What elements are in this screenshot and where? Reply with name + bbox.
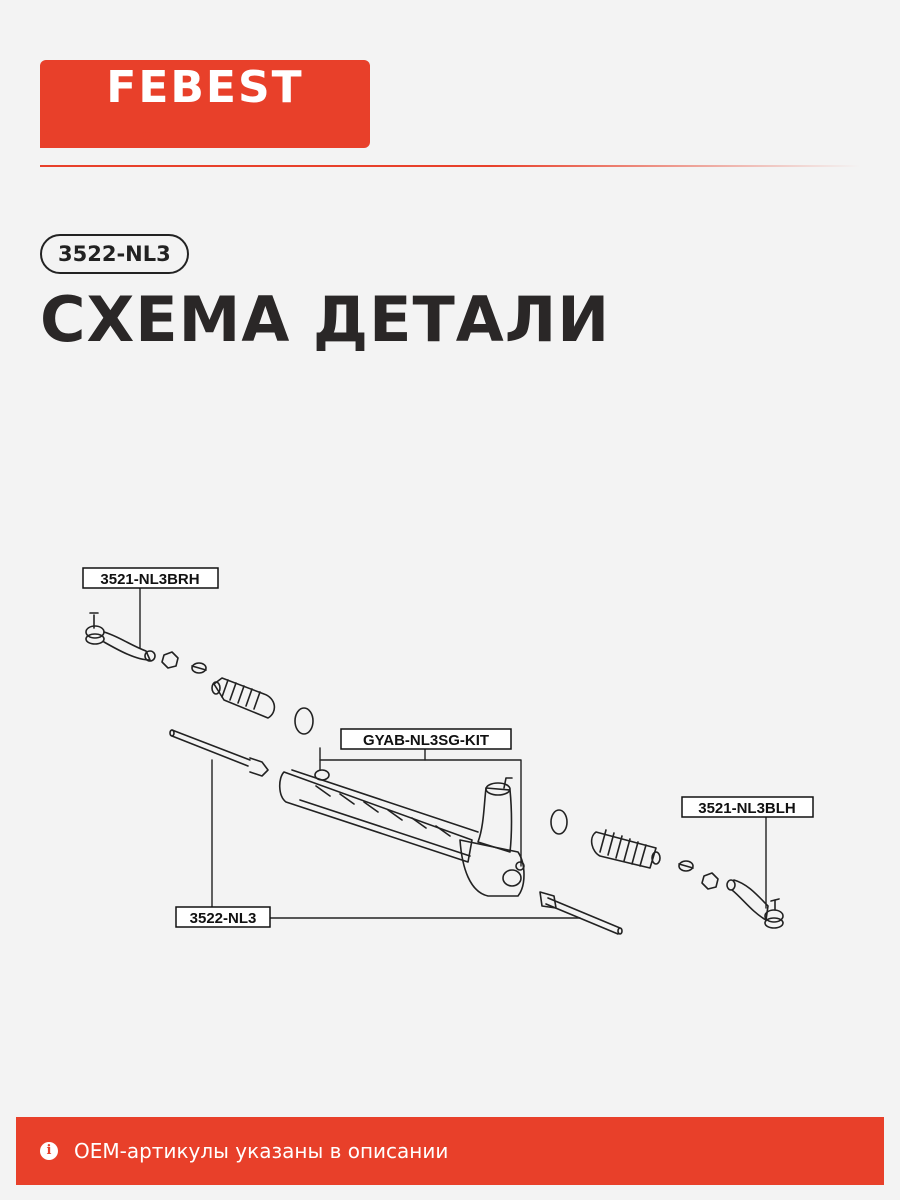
nut-right-drawing (678, 860, 719, 890)
tie-rod-end-right-drawing (85, 612, 156, 662)
boot-left-drawing (211, 677, 276, 719)
parts-diagram-svg: 3521-NL3BRH GYAB-NL3SG-KIT 3521-NL3BLH 3… (82, 567, 814, 935)
steering-rack-drawing (278, 769, 525, 897)
tie-rod-right-drawing (539, 891, 623, 935)
callout-label-steering-rack-kit: GYAB-NL3SG-KIT (363, 732, 489, 749)
parts-diagram: 3521-NL3BRH GYAB-NL3SG-KIT 3521-NL3BLH 3… (0, 540, 900, 960)
callout-tie-rod-end-left: 3521-NL3BLH (681, 796, 814, 818)
tie-rod-left-drawing (169, 729, 269, 777)
brand-name: FEBEST (106, 62, 304, 113)
footer-text: OEM-артикулы указаны в описании (74, 1139, 449, 1163)
tie-rod-end-left-drawing (726, 879, 784, 929)
footer-banner: i OEM-артикулы указаны в описании (16, 1117, 884, 1185)
brand-logo: FEBEST (40, 60, 370, 148)
part-number-badge: 3522-NL3 (40, 234, 189, 274)
callout-tie-rod: 3522-NL3 (175, 906, 271, 928)
ring-left-drawing (294, 707, 314, 735)
boot-right-drawing (590, 829, 661, 869)
nut-left-drawing (161, 651, 207, 674)
page-title: СХЕМА ДЕТАЛИ (40, 283, 611, 356)
ring-right-drawing (550, 809, 568, 835)
callout-label-tie-rod: 3522-NL3 (190, 910, 257, 927)
callout-label-tie-rod-end-left: 3521-NL3BLH (698, 800, 796, 817)
brand-tagline: AUTOTEILE (43, 130, 332, 145)
header-divider (40, 165, 860, 167)
callout-steering-rack-kit: GYAB-NL3SG-KIT (340, 728, 512, 750)
info-icon: i (40, 1142, 58, 1160)
callout-label-tie-rod-end-right: 3521-NL3BRH (100, 571, 199, 588)
callout-tie-rod-end-right: 3521-NL3BRH (82, 567, 219, 589)
